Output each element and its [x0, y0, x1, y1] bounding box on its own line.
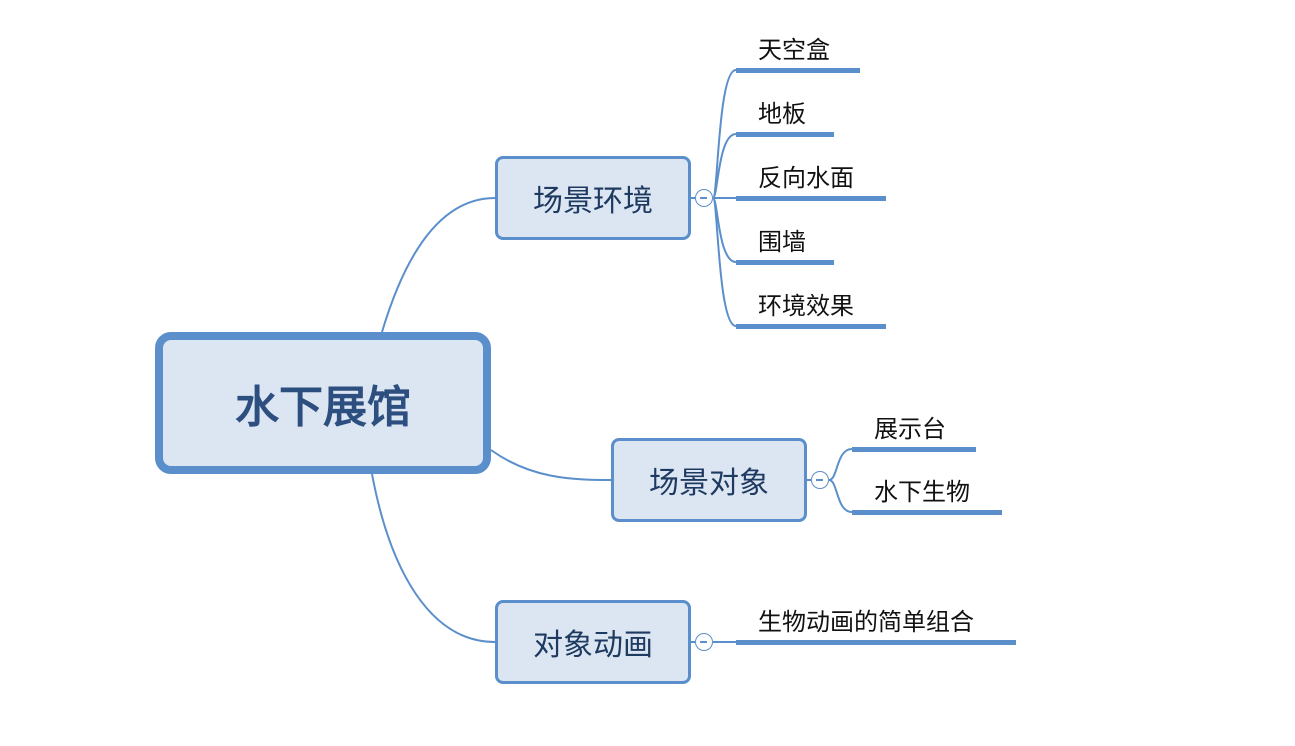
branch-node-obj-anim[interactable]: 对象动画	[495, 600, 691, 684]
connector-leaf-1-4	[712, 197, 737, 327]
leaf-topic[interactable]: 围墙	[736, 227, 834, 265]
collapse-minus-icon[interactable]	[811, 471, 829, 489]
root-node-label: 水下展馆	[235, 382, 411, 433]
leaf-topic-label: 天空盒	[758, 36, 830, 64]
root-node[interactable]: 水下展馆	[155, 332, 491, 474]
leaf-topic[interactable]: 生物动画的简单组合	[736, 607, 1016, 645]
leaf-topic-label: 反向水面	[758, 164, 854, 192]
connector-root-obj-anim	[371, 473, 496, 643]
collapse-minus-icon[interactable]	[695, 189, 713, 207]
connector-root-scene-obj	[490, 449, 612, 481]
branch-node-label: 场景对象	[649, 466, 769, 501]
leaf-topic[interactable]: 水下生物	[852, 477, 1002, 515]
branch-node-scene-obj[interactable]: 场景对象	[611, 438, 807, 522]
leaf-topic-label: 生物动画的简单组合	[758, 608, 974, 636]
leaf-topic-label: 地板	[758, 100, 806, 128]
connector-leaf-2-1	[828, 479, 853, 513]
branch-node-label: 场景环境	[533, 184, 653, 219]
connector-leaf-2-0	[828, 448, 853, 481]
leaf-topic-label: 围墙	[758, 228, 806, 256]
branch-node-scene-env[interactable]: 场景环境	[495, 156, 691, 240]
leaf-topic[interactable]: 天空盒	[736, 35, 860, 73]
leaf-topic[interactable]: 反向水面	[736, 163, 886, 201]
leaf-topic[interactable]: 环境效果	[736, 291, 886, 329]
leaf-topic[interactable]: 地板	[736, 99, 834, 137]
connector-root-scene-env	[381, 197, 496, 333]
branch-node-label: 对象动画	[533, 628, 653, 663]
connector-leaf-1-1	[712, 133, 737, 199]
leaf-topic-label: 环境效果	[758, 292, 854, 320]
leaf-topic-label: 水下生物	[874, 478, 970, 506]
leaf-topic[interactable]: 展示台	[852, 414, 976, 452]
leaf-topic-label: 展示台	[874, 415, 946, 443]
collapse-minus-icon[interactable]	[695, 633, 713, 651]
